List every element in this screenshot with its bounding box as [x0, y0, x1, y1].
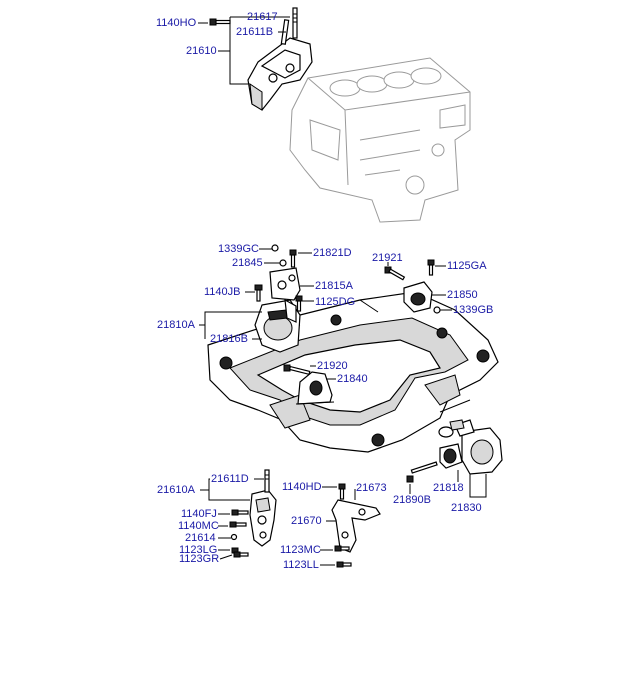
part-label-21816B[interactable]: 21816B [210, 333, 248, 345]
bolt-21921 [384, 266, 406, 281]
bolt-1123MC [334, 545, 350, 552]
washer-21614 [230, 533, 238, 541]
part-label-21821D[interactable]: 21821D [313, 247, 352, 259]
part-label-1339GC[interactable]: 1339GC [218, 243, 259, 255]
part-label-21617[interactable]: 21617 [247, 11, 278, 23]
bolt-1125DG [295, 295, 303, 312]
bolt-1140HD [338, 483, 346, 500]
part-label-1123LG[interactable]: 1123LG [179, 544, 218, 556]
part-label-21673[interactable]: 21673 [356, 482, 387, 494]
part-label-21830[interactable]: 21830 [451, 502, 482, 514]
bolt-21920 [283, 364, 311, 376]
bolt-21890B [406, 461, 438, 483]
bolt-1123GR [233, 551, 249, 558]
engine-mount-insulator-21810A [254, 298, 301, 353]
part-label-21920[interactable]: 21920 [317, 360, 348, 372]
engine-mount-bracket-21610 [247, 37, 313, 111]
bolt-1140FJ [231, 509, 249, 516]
part-label-21850[interactable]: 21850 [447, 289, 478, 301]
bushing-21818 [438, 419, 465, 469]
transmission-mount-21830 [454, 419, 503, 475]
part-label-21614[interactable]: 21614 [185, 532, 216, 544]
nut-21845 [279, 259, 287, 267]
part-label-21818[interactable]: 21818 [433, 482, 464, 494]
engine-block-outline [289, 57, 471, 223]
part-label-21845[interactable]: 21845 [232, 257, 263, 269]
part-label-1140FJ[interactable]: 1140FJ [181, 508, 217, 520]
bolt-1339GB [433, 306, 441, 314]
part-label-1123GR[interactable]: 1123GR [179, 553, 220, 565]
stud-21611D [264, 469, 270, 493]
bolt-1125GA [427, 259, 435, 276]
bolt-1140HO [209, 18, 231, 26]
part-label-21921[interactable]: 21921 [372, 252, 403, 264]
part-label-21815A[interactable]: 21815A [315, 280, 353, 292]
bolt-1140JB [254, 284, 263, 302]
engine-mount-bracket-21610A [249, 489, 277, 547]
bolt-1140MC [229, 521, 247, 528]
part-label-1339GB[interactable]: 1339GB [453, 304, 494, 316]
insulator-21850 [403, 281, 433, 313]
part-label-1140MC[interactable]: 1140MC [178, 520, 219, 532]
part-label-21611D[interactable]: 21611D [211, 473, 249, 485]
part-label-1125GA[interactable]: 1125GA [447, 260, 487, 272]
part-label-1125DG[interactable]: 1125DG [315, 296, 356, 308]
part-label-1140HO[interactable]: 1140HO [156, 17, 197, 29]
part-label-21610A[interactable]: 21610A [157, 484, 195, 496]
bracket-21815A [269, 267, 301, 301]
part-label-21670[interactable]: 21670 [291, 515, 322, 527]
part-label-1123LL[interactable]: 1123LL [283, 559, 319, 571]
part-label-21890B[interactable]: 21890B [393, 494, 431, 506]
bracket-21670 [331, 499, 381, 553]
part-label-21611B[interactable]: 21611B [236, 26, 274, 38]
bolt-1339GC [271, 244, 279, 252]
roll-mount-21840 [295, 371, 335, 405]
stud-21617 [292, 7, 298, 39]
part-label-1140JB[interactable]: 1140JB [204, 286, 241, 298]
part-label-21610[interactable]: 21610 [186, 45, 217, 57]
part-label-1140HD[interactable]: 1140HD [282, 481, 322, 493]
part-label-1123MC[interactable]: 1123MC [280, 544, 321, 556]
bolt-1123LL [336, 561, 352, 568]
part-label-21810A[interactable]: 21810A [157, 319, 195, 331]
part-label-21840[interactable]: 21840 [337, 373, 368, 385]
bolt-21821D [289, 249, 297, 268]
